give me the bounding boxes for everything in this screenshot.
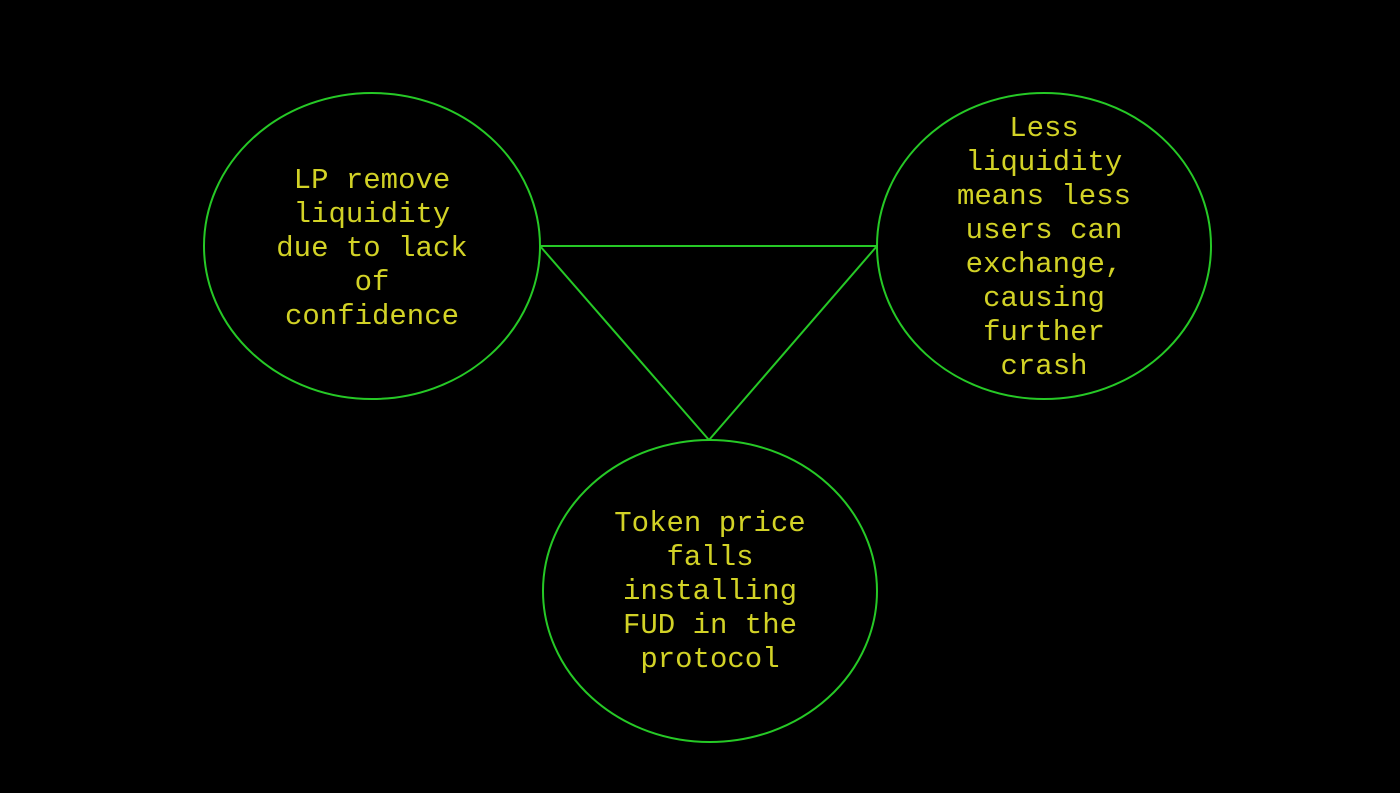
node-text-line: due to lack xyxy=(276,232,468,265)
edge-left-to-bottom xyxy=(539,245,710,441)
node-text-line: further xyxy=(983,316,1105,349)
node-text-line: exchange, xyxy=(965,248,1123,281)
node-text-line: liquidity xyxy=(965,146,1123,179)
node-text-line: causing xyxy=(983,282,1105,315)
node-text-line: means less xyxy=(956,180,1132,213)
node-circle-less-liquidity-crash xyxy=(876,92,1212,400)
node-text-line: LP remove xyxy=(293,164,451,197)
node-circle-lp-remove-liquidity xyxy=(203,92,541,400)
node-text-line: users can xyxy=(965,214,1123,247)
node-circle-token-price-falls xyxy=(542,439,878,743)
node-text-line: FUD in the xyxy=(622,609,798,642)
node-text-line: Less xyxy=(1009,112,1079,145)
node-text-line: crash xyxy=(1000,350,1088,383)
node-label-lp-remove-liquidity: LP remove liquidity due to lack of confi… xyxy=(276,164,467,334)
node-label-less-liquidity-crash: Less liquidity means less users can exch… xyxy=(957,112,1131,384)
edge-right-to-bottom xyxy=(708,245,878,441)
node-label-token-price-falls: Token price falls installing FUD in the … xyxy=(614,507,805,677)
node-text-line: of xyxy=(354,266,390,299)
node-text-line: confidence xyxy=(284,300,460,333)
node-text-line: falls xyxy=(666,541,754,574)
node-text-line: installing xyxy=(622,575,798,608)
node-text-line: Token price xyxy=(614,507,806,540)
node-text-line: liquidity xyxy=(293,198,451,231)
node-text-line: protocol xyxy=(640,643,780,676)
